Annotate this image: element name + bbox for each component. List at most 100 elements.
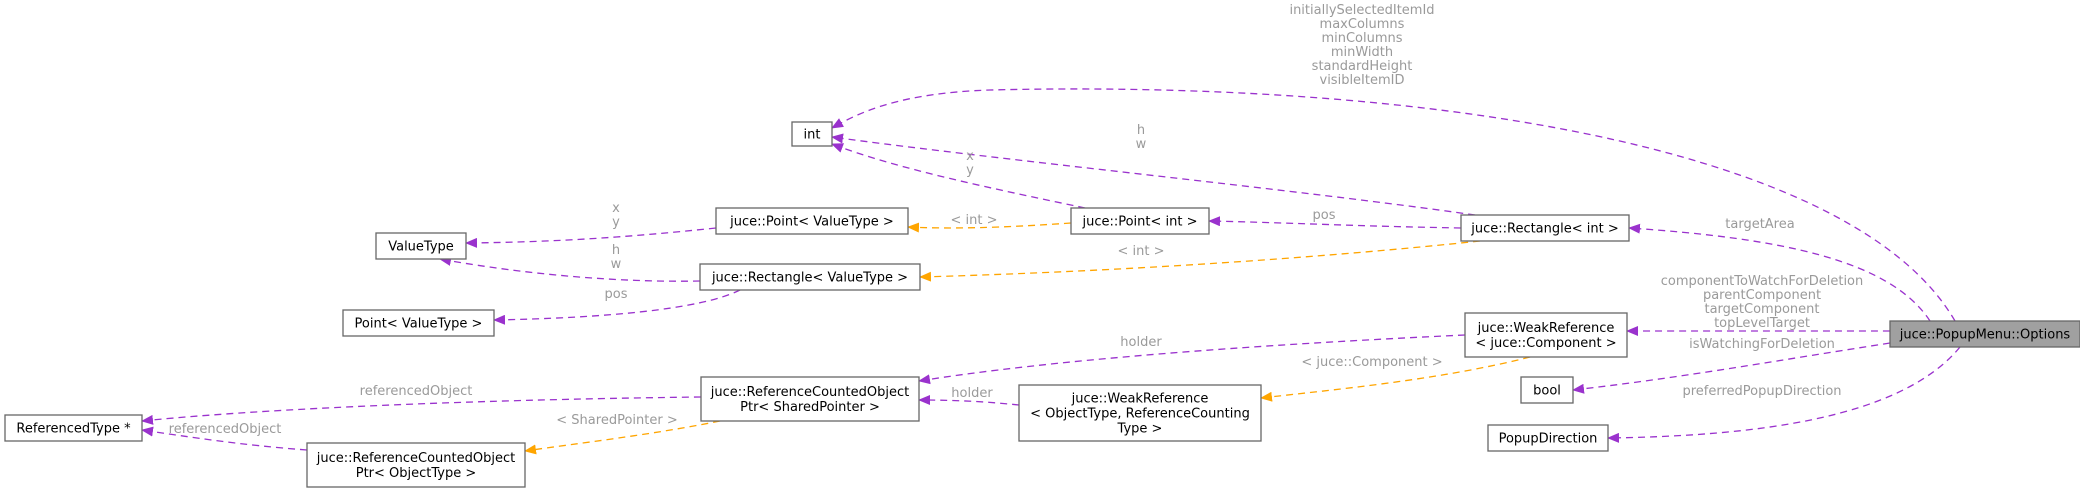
edge-label: referencedObject <box>360 384 473 399</box>
edge-rcopsp_rcopot: < SharedPointer > <box>524 413 721 455</box>
node-box <box>1018 384 1262 442</box>
edge-rectvt_valuetype: hw <box>439 243 701 282</box>
node-label: juce::PopupMenu::Options <box>1899 328 2071 343</box>
edge-options_rectint: targetArea <box>1628 217 1931 322</box>
node-label: ReferencedType * <box>16 422 131 437</box>
node-box <box>791 121 833 147</box>
node-box <box>715 207 909 235</box>
edge-line <box>439 256 701 282</box>
node-box <box>1487 424 1609 452</box>
edge-label: initiallySelectedItemId <box>1289 3 1434 18</box>
edge-line <box>141 396 702 425</box>
edge-line <box>919 240 1481 282</box>
node-point_vt[interactable]: juce::Point< ValueType > <box>715 207 909 235</box>
edge-rectint_pointint: pos <box>1208 208 1462 229</box>
edge-pointint_int: xy <box>831 143 1086 209</box>
node-box <box>306 442 526 488</box>
node-weakref_ot[interactable]: juce::WeakReference< ObjectType, Referen… <box>1018 384 1262 442</box>
edge-line <box>493 289 741 325</box>
edge-label: pos <box>605 287 628 302</box>
edge-options_int: initiallySelectedItemIdmaxColumnsminColu… <box>831 3 1956 322</box>
node-rect_int[interactable]: juce::Rectangle< int > <box>1460 214 1630 242</box>
edge-options_weakref: componentToWatchForDeletionparentCompone… <box>1626 274 1890 336</box>
node-point_int[interactable]: juce::Point< int > <box>1070 207 1210 235</box>
edge-weakrefcomp_weakrefot: < juce::Component > <box>1260 355 1531 402</box>
edge-weakref_rcopsp: holder <box>918 334 1466 385</box>
edge-label: < int > <box>951 213 998 228</box>
edge-line <box>1607 346 1961 443</box>
edge-label: w <box>611 257 622 272</box>
edge-label: y <box>612 215 620 230</box>
edge-label: targetArea <box>1725 217 1794 232</box>
edge-rectvt_pointvt2: pos <box>493 287 741 325</box>
node-reftype[interactable]: ReferencedType * <box>4 414 143 442</box>
node-bool[interactable]: bool <box>1520 376 1574 404</box>
edge-line <box>1572 342 1891 394</box>
node-label: juce::WeakReference <box>1071 392 1209 407</box>
edge-label: < int > <box>1118 244 1165 259</box>
edge-label: h <box>1137 123 1145 138</box>
node-valuetype[interactable]: ValueType <box>375 232 467 260</box>
node-label: PopupDirection <box>1499 432 1598 447</box>
edge-label: pos <box>1313 208 1336 223</box>
edge-label: minColumns <box>1321 31 1402 46</box>
edge-rcopsp_reftype: referencedObject <box>141 384 702 425</box>
nodes-layer: juce::PopupMenu::Options intjuce::Rectang… <box>4 121 2080 488</box>
edge-label: h <box>612 243 620 258</box>
node-label: juce::Point< int > <box>1081 215 1197 230</box>
node-box <box>4 414 143 442</box>
edge-line <box>1260 356 1531 402</box>
node-point_vt2[interactable]: Point< ValueType > <box>342 309 495 337</box>
edge-label: targetComponent <box>1704 302 1819 317</box>
node-label: Type > <box>1117 422 1163 437</box>
node-label: bool <box>1533 384 1561 399</box>
node-label: juce::ReferenceCountedObject <box>316 451 515 466</box>
edge-line <box>831 143 1086 209</box>
node-box <box>1464 312 1628 358</box>
edge-line <box>831 133 1476 216</box>
edge-label: standardHeight <box>1312 59 1413 74</box>
edge-line <box>918 395 1020 406</box>
edge-label: maxColumns <box>1320 17 1405 32</box>
node-box <box>342 309 495 337</box>
edge-label: minWidth <box>1331 45 1393 60</box>
node-label: juce::Point< ValueType > <box>729 215 894 230</box>
node-popupdir[interactable]: PopupDirection <box>1487 424 1609 452</box>
edge-line <box>141 426 308 451</box>
node-label: int <box>804 128 821 143</box>
node-label: < ObjectType, ReferenceCounting <box>1030 407 1250 422</box>
edge-pointvt_valuetype: xy <box>465 201 717 248</box>
edge-label: componentToWatchForDeletion <box>1661 274 1864 289</box>
edge-weakrefot_rcopsp: holder <box>918 386 1020 406</box>
edge-options_popupdir: preferredPopupDirection <box>1607 346 1961 443</box>
node-int[interactable]: int <box>791 121 833 147</box>
node-label: < juce::Component > <box>1475 336 1616 351</box>
node-weakref_comp[interactable]: juce::WeakReference< juce::Component > <box>1464 312 1628 358</box>
node-label: Ptr< SharedPointer > <box>740 400 880 415</box>
edges-layer: initiallySelectedItemIdmaxColumnsminColu… <box>141 3 1961 455</box>
node-rect_vt[interactable]: juce::Rectangle< ValueType > <box>699 263 921 291</box>
edge-label: holder <box>1120 335 1162 350</box>
node-box <box>1520 376 1574 404</box>
edge-line <box>465 227 717 248</box>
node-box <box>1070 207 1210 235</box>
edge-label: preferredPopupDirection <box>1682 384 1841 399</box>
edge-label: x <box>966 149 974 164</box>
edge-label: y <box>966 163 974 178</box>
edge-rectint_rectvt: < int > <box>919 240 1481 282</box>
edge-line <box>831 88 1956 322</box>
edge-label: < juce::Component > <box>1301 355 1442 370</box>
edge-label: visibleItemID <box>1320 73 1405 88</box>
edge-line <box>1208 216 1462 229</box>
node-label: juce::WeakReference <box>1477 321 1615 336</box>
edge-label: isWatchingForDeletion <box>1689 337 1835 352</box>
edge-line <box>907 222 1072 233</box>
edge-label: x <box>612 201 620 216</box>
node-box <box>375 232 467 260</box>
edge-label: w <box>1136 137 1147 152</box>
edge-label: holder <box>951 386 993 401</box>
node-options: juce::PopupMenu::Options <box>1889 320 2080 348</box>
